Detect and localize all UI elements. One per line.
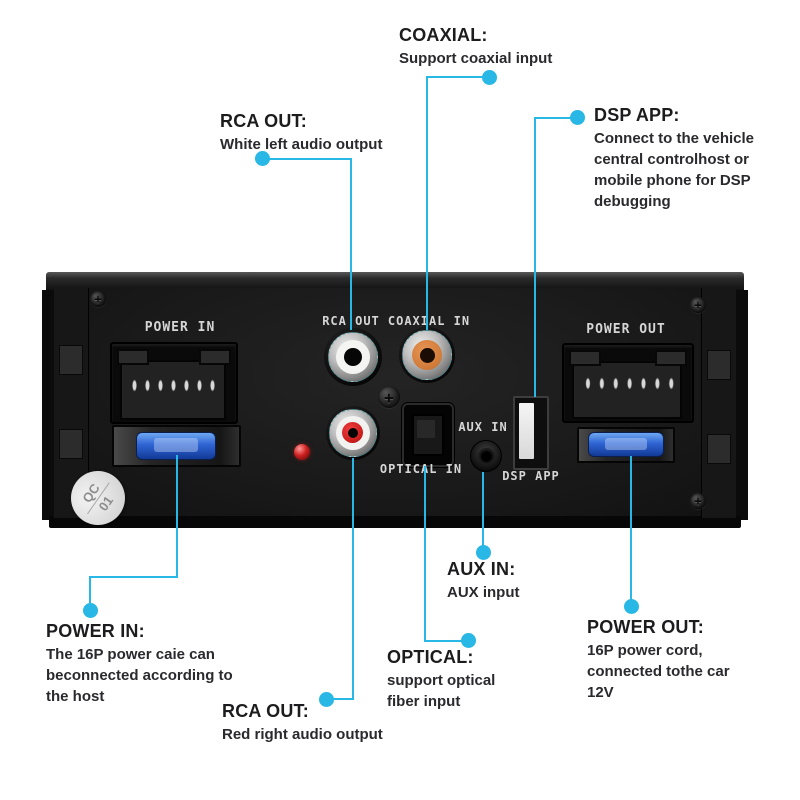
optical-line-v: [424, 466, 426, 642]
power-out-line-v: [630, 456, 632, 602]
optical-port: [402, 403, 454, 467]
dsp-app-line-h: [534, 117, 572, 119]
callout-dsp-app: DSP APP: Connect to the vehicle central …: [594, 104, 776, 212]
chassis-top-edge: [46, 272, 744, 290]
jack-metal-ring: [329, 409, 377, 457]
rca-out-top-line-v: [350, 158, 352, 330]
callout-power-out-desc: 16P power cord, connected tothe car 12V: [587, 642, 730, 701]
rca-out-top-dot: [255, 151, 270, 166]
dsp-amplifier-device: POWER IN QC 01 RCA OUT COAXIAL IN: [42, 272, 748, 536]
optical-flap: [417, 420, 435, 438]
panel-label-power-out: POWER OUT: [586, 322, 666, 337]
jack-metal-ring: [402, 330, 452, 380]
power-in-line-v1: [176, 455, 178, 578]
corner-screw-top-left: [90, 291, 106, 307]
panel-label-power-in: POWER IN: [144, 320, 216, 335]
jack-plastic-ring: [336, 340, 370, 374]
panel-screw: [378, 386, 400, 408]
coaxial-dot: [482, 70, 497, 85]
power-in-pins: [126, 366, 222, 410]
dsp-app-dot: [570, 110, 585, 125]
rca-out-bottom-dot: [319, 692, 334, 707]
callout-power-out: POWER OUT: 16P power cord, connected tot…: [587, 616, 737, 703]
power-in-dot: [83, 603, 98, 618]
connector-tab: [117, 349, 149, 365]
callout-power-in-title: POWER IN:: [46, 621, 145, 641]
status-led: [294, 444, 310, 460]
usb-port: [513, 396, 549, 470]
power-out-pins: [578, 364, 678, 408]
panel-label-coaxial-in: COAXIAL IN: [387, 314, 471, 328]
callout-optical: OPTICAL: support optical fiber input: [387, 646, 512, 712]
callout-dsp-app-title: DSP APP:: [594, 105, 680, 125]
rca-out-bottom-line-v: [352, 458, 354, 700]
jack-hole: [344, 348, 362, 366]
bracket-notch: [707, 434, 731, 464]
fuse-window: [605, 437, 647, 451]
aux-jack: [470, 440, 502, 472]
callout-rca-out-bottom-desc: Red right audio output: [222, 726, 383, 743]
callout-optical-title: OPTICAL:: [387, 647, 474, 667]
corner-screw-top-right: [690, 297, 706, 313]
bracket-notch: [59, 429, 83, 459]
power-out-fuse: [588, 432, 664, 457]
bracket-notch: [59, 345, 83, 375]
power-out-dot: [624, 599, 639, 614]
callout-power-in: POWER IN: The 16P power caie can beconne…: [46, 620, 246, 707]
callout-coaxial: COAXIAL: Support coaxial input: [399, 24, 579, 69]
rca-out-top-line-h: [262, 158, 352, 160]
callout-rca-out-top-title: RCA OUT:: [220, 111, 307, 131]
jack-plastic-ring: [412, 340, 442, 370]
panel-label-optical-in: OPTICAL IN: [379, 462, 463, 476]
bracket-notch: [707, 350, 731, 380]
optical-dot: [461, 633, 476, 648]
aux-in-line-v: [482, 472, 484, 548]
panel-label-aux-in: AUX IN: [458, 420, 508, 434]
dsp-app-line-v: [534, 117, 536, 397]
power-in-line-v2: [89, 576, 91, 606]
callout-coaxial-title: COAXIAL:: [399, 25, 488, 45]
panel-label-dsp-app: DSP APP: [502, 469, 560, 483]
jack-metal-ring: [327, 331, 379, 383]
rca-jack-white: [324, 328, 382, 386]
optical-line-h: [424, 640, 464, 642]
jack-inner-ring: [342, 422, 364, 444]
callout-rca-out-top-desc: White left audio output: [220, 136, 383, 153]
aux-hole: [479, 449, 493, 463]
coaxial-line-h: [426, 76, 483, 78]
callout-dsp-app-desc: Connect to the vehicle central controlho…: [594, 130, 755, 210]
callout-aux-in-desc: AUX input: [447, 584, 520, 601]
jack-hole: [347, 427, 358, 438]
jack-hole: [419, 347, 435, 363]
callout-optical-desc: support optical fiber input: [387, 672, 496, 710]
coaxial-jack-orange: [399, 327, 455, 383]
usb-tongue: [519, 403, 534, 459]
corner-screw-bottom-right: [690, 493, 706, 509]
chassis-bottom-edge: [49, 516, 741, 528]
callout-rca-out-bottom: RCA OUT: Red right audio output: [222, 700, 417, 745]
callout-rca-out-top: RCA OUT: White left audio output: [220, 110, 415, 155]
rca-jack-red: [326, 406, 380, 460]
power-in-line-h: [89, 576, 178, 578]
chassis-right-side: [735, 290, 748, 520]
aux-in-dot: [476, 545, 491, 560]
callout-power-in-desc: The 16P power caie can beconnected accor…: [46, 646, 233, 705]
coaxial-line-v: [426, 76, 428, 330]
fuse-window: [154, 438, 198, 453]
rca-out-bottom-line-h: [331, 698, 354, 700]
jack-plastic-ring: [335, 415, 370, 450]
mounting-bracket-right: [701, 288, 736, 518]
callout-coaxial-desc: Support coaxial input: [399, 50, 553, 67]
callout-aux-in-title: AUX IN:: [447, 559, 516, 579]
chassis-left-side: [42, 290, 55, 520]
connector-tab: [199, 349, 231, 365]
callout-aux-in: AUX IN: AUX input: [447, 558, 567, 603]
callout-power-out-title: POWER OUT:: [587, 617, 704, 637]
callout-rca-out-bottom-title: RCA OUT:: [222, 701, 309, 721]
